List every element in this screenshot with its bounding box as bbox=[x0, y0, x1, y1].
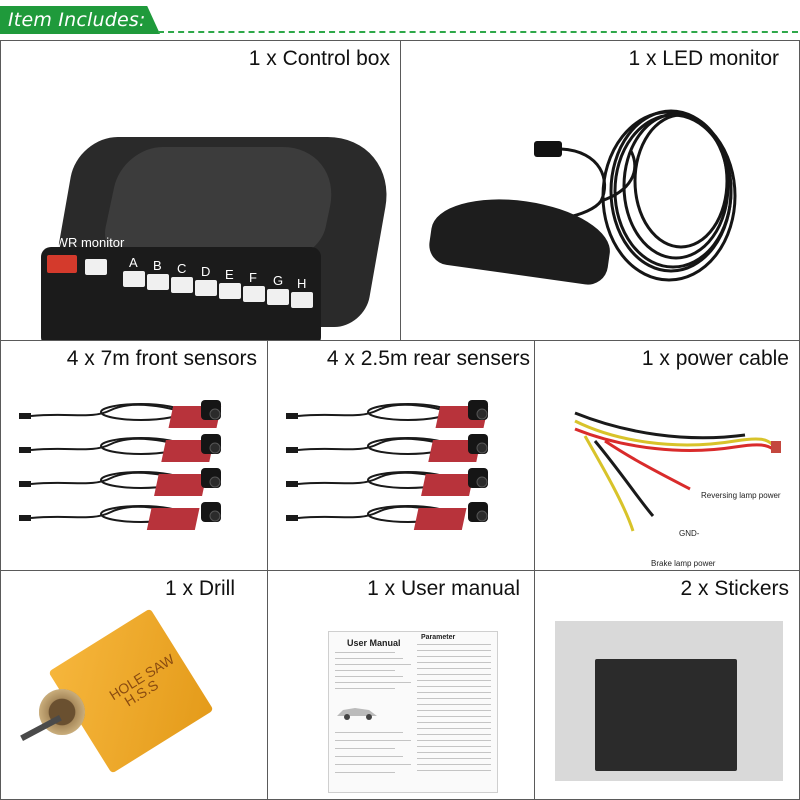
front-sensors-image bbox=[19, 400, 222, 530]
drill-title: 1 x Drill bbox=[164, 577, 235, 600]
front-sensor-3 bbox=[19, 468, 221, 496]
port-letter-g: G bbox=[273, 273, 284, 288]
manual-table-line bbox=[417, 698, 491, 699]
rear-sensors-image bbox=[286, 400, 489, 530]
manual-table-line bbox=[417, 650, 491, 651]
manual-text-line bbox=[335, 732, 403, 733]
sensor-port-b bbox=[147, 274, 169, 290]
manual-table-line bbox=[417, 668, 491, 669]
manual-table-line bbox=[417, 722, 491, 723]
manual-doc-title: User Manual bbox=[347, 638, 401, 648]
header-banner-background bbox=[0, 6, 160, 34]
sensor-port-g bbox=[267, 289, 289, 305]
port-letter-c: C bbox=[177, 261, 187, 276]
manual-table-line bbox=[417, 746, 491, 747]
manual-table-line bbox=[417, 758, 491, 759]
reversing-lamp-label: Reversing lamp power bbox=[701, 491, 781, 500]
cell-user-manual: 1 x User manual User Manual Parameter bbox=[267, 570, 535, 800]
manual-text-line bbox=[335, 756, 403, 757]
front-sensor-4 bbox=[19, 502, 221, 530]
manual-text-line bbox=[335, 670, 395, 671]
header-banner: Item Includes: bbox=[0, 6, 160, 34]
cell-stickers: 2 x Stickers bbox=[534, 570, 800, 800]
manual-text-line bbox=[335, 748, 395, 749]
manual-text-line bbox=[335, 682, 411, 683]
sensor-port-e bbox=[219, 283, 241, 299]
manual-text-line bbox=[335, 772, 395, 773]
manual-table-line bbox=[417, 644, 491, 645]
stickers-title: 2 x Stickers bbox=[680, 577, 789, 600]
manual-table-line bbox=[417, 662, 491, 663]
cell-drill: 1 x Drill HOLE SAW H.S.S bbox=[0, 570, 268, 800]
manual-text-line bbox=[335, 764, 411, 765]
manual-table-line bbox=[417, 656, 491, 657]
rear-sensor-4 bbox=[286, 502, 488, 530]
manual-table-line bbox=[417, 704, 491, 705]
manual-text-line bbox=[335, 740, 411, 741]
rear-sensor-2 bbox=[286, 434, 488, 462]
manual-table-line bbox=[417, 728, 491, 729]
manual-text-line bbox=[335, 688, 395, 689]
manual-table-line bbox=[417, 734, 491, 735]
power-port bbox=[47, 255, 77, 273]
user-manual-title: 1 x User manual bbox=[367, 577, 520, 600]
manual-table-line bbox=[417, 752, 491, 753]
manual-table-line bbox=[417, 710, 491, 711]
front-sensors-title: 4 x 7m front sensors bbox=[66, 347, 257, 370]
port-letter-f: F bbox=[249, 270, 257, 285]
port-letter-d: D bbox=[201, 264, 211, 279]
manual-car-icon bbox=[337, 708, 377, 720]
brake-lamp-label: Brake lamp power bbox=[651, 559, 716, 568]
manual-table-line bbox=[417, 770, 491, 771]
rear-sensor-3 bbox=[286, 468, 488, 496]
manual-table-line bbox=[417, 764, 491, 765]
manual-table-line bbox=[417, 716, 491, 717]
power-cable-image bbox=[574, 411, 781, 532]
manual-doc-parameter: Parameter bbox=[421, 634, 456, 641]
port-letter-e: E bbox=[225, 267, 234, 282]
led-monitor-plug bbox=[534, 141, 562, 157]
cell-rear-sensors: 4 x 2.5m rear sensers bbox=[267, 340, 535, 571]
header-title: Item Includes: bbox=[8, 9, 146, 31]
sensor-port-d bbox=[195, 280, 217, 296]
manual-table-line bbox=[417, 680, 491, 681]
header-divider bbox=[158, 31, 798, 33]
led-monitor-title: 1 x LED monitor bbox=[628, 47, 779, 70]
cell-front-sensors: 4 x 7m front sensors bbox=[0, 340, 268, 571]
manual-text-line bbox=[335, 664, 411, 665]
cell-led-monitor: 1 x LED monitor bbox=[400, 40, 800, 341]
port-letter-h: H bbox=[297, 276, 307, 291]
rear-sensor-1 bbox=[286, 400, 489, 428]
sensor-port-c bbox=[171, 277, 193, 293]
manual-table-line bbox=[417, 674, 491, 675]
sticker bbox=[595, 659, 737, 771]
manual-table-line bbox=[417, 686, 491, 687]
rear-sensors-title: 4 x 2.5m rear sensers bbox=[326, 347, 530, 370]
power-cable-title: 1 x power cable bbox=[641, 347, 789, 370]
sensor-port-h bbox=[291, 292, 313, 308]
user-manual-image: User Manual Parameter bbox=[328, 631, 498, 793]
sensor-port-f bbox=[243, 286, 265, 302]
manual-text-line bbox=[335, 652, 395, 653]
control-box-top bbox=[99, 147, 343, 257]
manual-text-line bbox=[335, 658, 403, 659]
pwr-monitor-label: PWR monitor bbox=[47, 235, 125, 250]
monitor-port bbox=[85, 259, 107, 275]
manual-text-line bbox=[335, 676, 403, 677]
port-letter-a: A bbox=[129, 255, 138, 270]
led-monitor-cable bbox=[520, 109, 737, 282]
manual-table-line bbox=[417, 740, 491, 741]
front-sensor-1 bbox=[19, 400, 222, 428]
front-sensor-2 bbox=[19, 434, 221, 462]
cell-power-cable: 1 x power cable Reversing lamp power GND… bbox=[534, 340, 800, 571]
sensor-port-a bbox=[123, 271, 145, 287]
gnd-label: GND- bbox=[679, 529, 700, 538]
control-box-title: 1 x Control box bbox=[248, 47, 390, 70]
port-letter-b: B bbox=[153, 258, 162, 273]
manual-table-line bbox=[417, 692, 491, 693]
